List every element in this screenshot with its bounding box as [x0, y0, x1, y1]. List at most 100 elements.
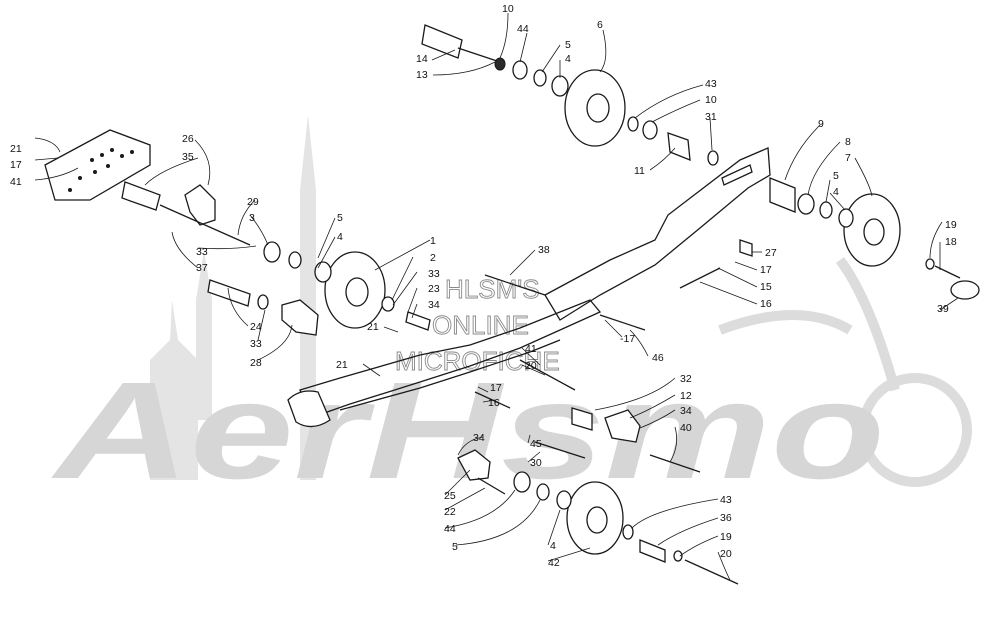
leader-lines	[34, 12, 959, 581]
right-spacer-27	[739, 239, 753, 257]
bottom-washer-43	[622, 524, 634, 540]
spacer-32	[571, 407, 593, 431]
left-spacer-23	[405, 311, 431, 331]
callout-12: 12	[680, 390, 692, 402]
left-arm-26	[184, 184, 216, 226]
top-shaft	[421, 24, 463, 59]
callout-24: 24	[250, 321, 262, 333]
callout-3: 3	[249, 212, 255, 224]
callout-15: 15	[760, 281, 772, 293]
bottom-washer-19	[673, 550, 683, 562]
callout-31: 31	[705, 111, 717, 123]
callout-30: 30	[530, 457, 542, 469]
rail-lower-tip	[287, 390, 331, 428]
callout-5: 5	[452, 541, 458, 553]
callout-17: 17	[760, 264, 772, 276]
right-wheel-hub	[863, 218, 885, 246]
top-wheel	[564, 69, 626, 147]
callout-labels: 14 13 10 44 6 5 4 43 10 31 11 9 8 7 5 4 …	[10, 3, 957, 569]
watermark-brand: AerHsmo	[51, 354, 885, 508]
callout-6: 6	[597, 19, 603, 31]
right-cap-39	[950, 280, 980, 300]
callout-1: 1	[430, 235, 436, 247]
right-bearing-8	[797, 193, 815, 215]
callout-9: 9	[818, 118, 824, 130]
callout-10: 10	[705, 94, 717, 106]
watermark-stamp-line-2: ONLINE	[432, 310, 529, 340]
top-spacer-11	[667, 132, 691, 162]
callout-46: 46	[652, 352, 664, 364]
right-bolt-18	[934, 265, 961, 279]
left-axle-29	[159, 204, 251, 246]
callout-22: 22	[444, 506, 456, 518]
top-ring-31	[707, 150, 719, 166]
right-spacer-9	[769, 177, 796, 213]
callout-26: 26	[182, 133, 194, 145]
bottom-bearing-44	[513, 471, 531, 493]
callout-42: 42	[548, 557, 560, 569]
rail-lower-bottom-edge	[339, 339, 561, 411]
callout-16: 16	[488, 397, 500, 409]
rail-upper-slot	[721, 164, 753, 186]
right-wheel	[843, 193, 901, 267]
watermark: AerHsmo HLSM'S ONLINE MICROFICHE	[51, 115, 972, 508]
callout-19: 19	[720, 531, 732, 543]
callout-11: 11	[634, 165, 645, 177]
right-washer-19	[925, 258, 935, 270]
watermark-stamp-line-1: HLSM'S	[445, 274, 540, 304]
callout-20: 20	[720, 548, 732, 560]
left-wheel	[324, 251, 386, 329]
callout-25: 25	[444, 490, 456, 502]
bolt-46	[599, 314, 646, 331]
callout-43: 43	[705, 78, 717, 90]
callout-38: 38	[538, 244, 550, 256]
bottom-bearing-4	[556, 490, 572, 510]
top-shaft-rod	[457, 47, 501, 63]
callout-7: 7	[845, 152, 851, 164]
right-snap-ring-5	[819, 201, 833, 219]
top-bearing-44	[512, 60, 528, 80]
left-bearing-4	[314, 261, 332, 283]
top-bearing-4	[551, 75, 569, 97]
bracket-25	[457, 449, 491, 481]
callout-4: 4	[550, 540, 556, 552]
callout-37: 37	[196, 262, 208, 274]
callout-17: -17	[620, 333, 635, 345]
bolt-16-center	[474, 391, 511, 409]
callout-17: 17	[10, 159, 22, 171]
rail-left-holes	[68, 148, 134, 192]
callout-45: 45	[530, 438, 542, 450]
callout-5: 5	[833, 170, 839, 182]
callout-2: 2	[430, 252, 436, 264]
left-wheel-hub	[345, 277, 369, 307]
top-washer-10	[494, 57, 506, 71]
bottom-bolt-20	[684, 559, 739, 585]
callout-44: 44	[444, 523, 456, 535]
callout-29: 29	[247, 196, 259, 208]
callout-20: 20	[525, 360, 537, 372]
callout-33: 33	[196, 246, 208, 258]
callout-17: 17	[490, 382, 502, 394]
callout-33: 33	[250, 338, 262, 350]
parts-drawing	[34, 12, 980, 585]
callout-18: 18	[945, 236, 957, 248]
callout-4: 4	[337, 231, 343, 243]
callout-39: 39	[937, 303, 949, 315]
callout-27: 27	[765, 247, 777, 259]
bottom-spacer-36	[639, 539, 666, 563]
callout-14: 14	[416, 53, 428, 65]
callout-21: 21	[10, 143, 22, 155]
rail-upper	[544, 147, 771, 321]
bottom-wheel-hub	[586, 506, 608, 534]
watermark-motorcycle	[718, 257, 972, 487]
watermark-cathedral	[150, 115, 316, 480]
rail-lower	[299, 299, 602, 419]
callout-35: 35	[182, 151, 194, 163]
top-wheel-hub	[586, 93, 610, 123]
callout-5: 5	[337, 212, 343, 224]
bottom-wheel	[566, 481, 624, 555]
left-washer-33	[257, 294, 269, 310]
left-snap-ring-5	[288, 251, 302, 269]
callout-41: 41	[10, 176, 22, 188]
